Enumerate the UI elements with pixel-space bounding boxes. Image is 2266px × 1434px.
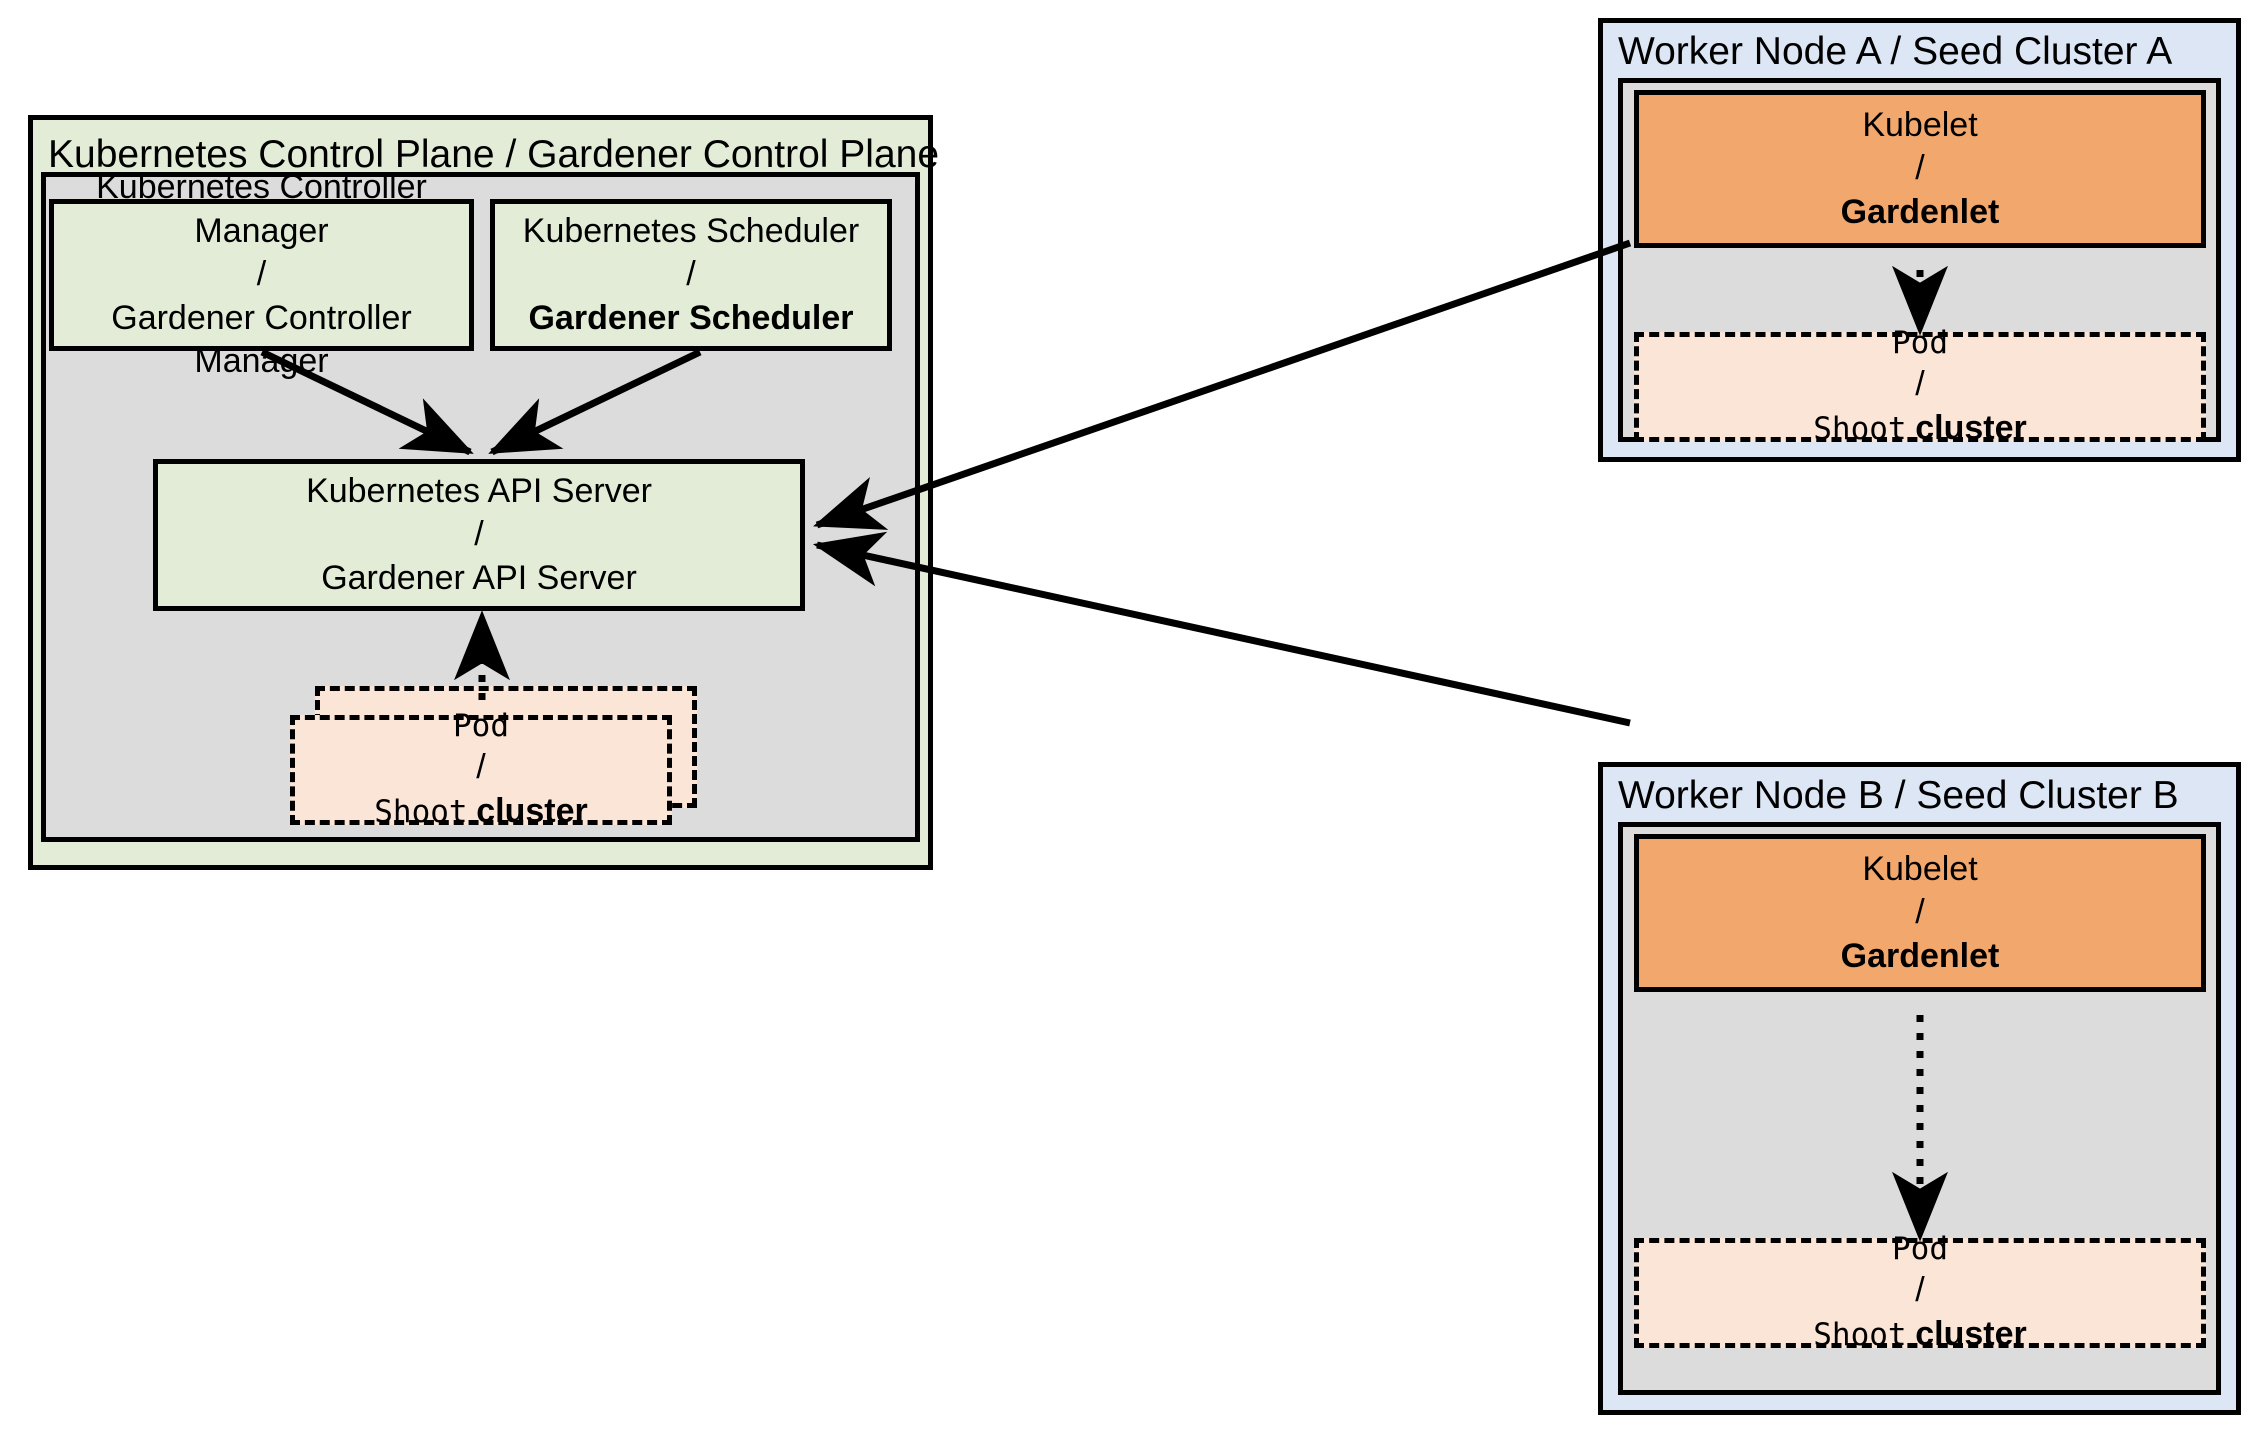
kubelet-b-line2-text: Gardenlet [1840, 936, 2000, 975]
pod-b-line2-mono: Shoot [1813, 1316, 1907, 1353]
pod-b-line2-bold: cluster [1915, 1314, 2027, 1353]
kubelet-b-line2: Gardenlet [1841, 935, 2000, 979]
pod-a-separator: / [1915, 365, 1925, 404]
pod-b-line1: Pod [1892, 1230, 1948, 1267]
pod-control-plane-line2-bold: cluster [476, 791, 588, 830]
worker-node-a-title: Worker Node A / Seed Cluster A [1618, 30, 2173, 73]
node-pod-control-plane[interactable]: Pod / Shoot cluster [290, 708, 672, 830]
node-controller-manager[interactable]: Kubernetes Controller Manager / Gardener… [49, 168, 474, 380]
node-pod-b[interactable]: Pod / Shoot cluster [1634, 1231, 2206, 1353]
api-server-line1: Kubernetes API Server [306, 471, 652, 510]
scheduler-separator: / [686, 255, 696, 294]
api-server-separator: / [474, 515, 484, 554]
kubelet-a-line1: Kubelet [1862, 105, 1978, 144]
controller-manager-line1: Kubernetes Controller Manager [96, 168, 427, 250]
api-server-line2: Gardener API Server [321, 558, 637, 597]
pod-control-plane-line1: Pod [453, 707, 509, 744]
controller-manager-line2: Gardener Controller Manager [111, 298, 412, 381]
node-kubelet-b[interactable]: Kubelet / Gardenlet [1634, 834, 2206, 992]
kubelet-a-line2: Gardenlet [1841, 191, 2000, 235]
pod-control-plane-separator: / [476, 748, 486, 787]
pod-b-line2: Shoot cluster [1813, 1313, 2026, 1357]
kubelet-b-separator: / [1915, 893, 1925, 932]
scheduler-line2-text: Gardener Scheduler [528, 298, 854, 337]
arrow-gardenlet-b-to-api-server [812, 531, 1631, 727]
node-scheduler[interactable]: Kubernetes Scheduler / Gardener Schedule… [490, 199, 892, 351]
arrow-gardenlet-a-to-api-server [813, 239, 1632, 530]
pod-a-line2-bold: cluster [1915, 408, 2027, 447]
pod-control-plane-line2: Shoot cluster [374, 790, 587, 834]
scheduler-line1: Kubernetes Scheduler [522, 211, 860, 250]
pod-b-separator: / [1915, 1271, 1925, 1310]
kubelet-a-line2-text: Gardenlet [1840, 192, 2000, 231]
pod-control-plane-line2-mono: Shoot [374, 793, 468, 830]
controller-manager-separator: / [256, 255, 267, 294]
worker-node-b-title: Worker Node B / Seed Cluster B [1618, 774, 2179, 817]
pod-a-line1: Pod [1892, 324, 1948, 361]
node-kubelet-a[interactable]: Kubelet / Gardenlet [1634, 90, 2206, 248]
pod-a-line2: Shoot cluster [1813, 407, 2026, 451]
scheduler-line2: Gardener Scheduler [528, 297, 853, 341]
control-plane-title: Kubernetes Control Plane / Gardener Cont… [48, 133, 940, 176]
node-pod-a[interactable]: Pod / Shoot cluster [1634, 325, 2206, 447]
kubelet-a-separator: / [1915, 149, 1925, 188]
kubelet-b-line1: Kubelet [1862, 849, 1978, 888]
node-api-server[interactable]: Kubernetes API Server / Gardener API Ser… [153, 459, 805, 611]
pod-a-line2-mono: Shoot [1813, 410, 1907, 447]
